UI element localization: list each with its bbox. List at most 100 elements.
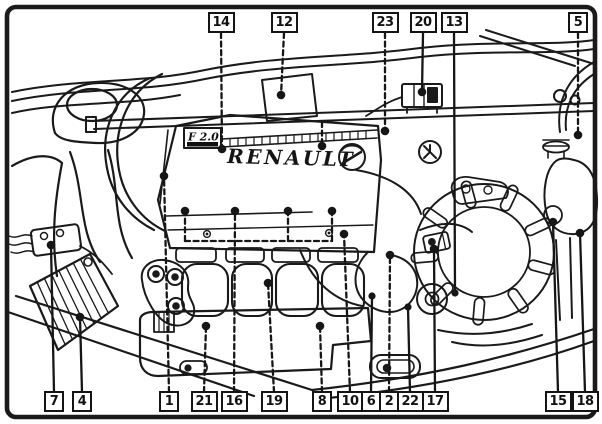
callout-23: 23 bbox=[371, 12, 399, 33]
callout-number: 16 bbox=[225, 394, 243, 409]
callout-12: 12 bbox=[270, 12, 298, 33]
leader-lines-layer bbox=[46, 31, 587, 394]
strut-tower bbox=[10, 72, 167, 278]
leader-endpoint-dot bbox=[404, 303, 412, 311]
coolant-cap bbox=[418, 140, 442, 164]
fuel-rail bbox=[175, 247, 359, 263]
callout-number: 8 bbox=[317, 394, 327, 409]
leader-line-21 bbox=[202, 324, 208, 394]
leader-line-18 bbox=[578, 231, 587, 394]
leader-endpoint-dot bbox=[75, 312, 85, 322]
leader-line-16 bbox=[232, 209, 237, 394]
subframe-rails bbox=[6, 294, 596, 401]
callout-number: 18 bbox=[576, 394, 594, 409]
callout-number: 20 bbox=[414, 15, 432, 30]
leader-line-15 bbox=[551, 220, 560, 394]
callout-number: 23 bbox=[376, 15, 394, 30]
leader-endpoint-dot bbox=[283, 206, 293, 216]
callout-number: 1 bbox=[164, 394, 174, 409]
lower-cover bbox=[138, 306, 373, 378]
leader-endpoint-dot bbox=[575, 228, 585, 238]
leader-line-8 bbox=[318, 324, 324, 394]
leader-endpoint-dot bbox=[548, 217, 558, 227]
leader-line-10 bbox=[342, 232, 352, 394]
leader-line-1 bbox=[162, 174, 171, 394]
cowl-lines bbox=[11, 29, 595, 114]
callout-number: 19 bbox=[265, 394, 283, 409]
leader-line-19 bbox=[266, 281, 276, 394]
callout-5: 5 bbox=[568, 12, 588, 33]
callout-6: 6 bbox=[361, 391, 381, 412]
leader-endpoint-dot bbox=[201, 321, 211, 331]
leader-endpoint-dot bbox=[263, 278, 273, 288]
callout-13: 13 bbox=[440, 12, 468, 33]
callout-number: 22 bbox=[401, 394, 419, 409]
air-filter-panel bbox=[261, 73, 318, 122]
callout-number: 7 bbox=[49, 394, 59, 409]
leader-line-22 bbox=[406, 305, 412, 394]
callout-21: 21 bbox=[190, 391, 218, 412]
leader-line-13 bbox=[452, 31, 457, 295]
callout-8: 8 bbox=[312, 391, 332, 412]
wiring-connector bbox=[422, 231, 451, 254]
leader-endpoint-dot bbox=[429, 244, 439, 254]
leader-endpoint-dot bbox=[327, 206, 337, 216]
callout-number: 13 bbox=[445, 15, 463, 30]
callout-number: 2 bbox=[384, 394, 394, 409]
callout-7: 7 bbox=[44, 391, 64, 412]
leader-line-20 bbox=[420, 31, 425, 94]
leader-endpoint-dot bbox=[368, 292, 376, 300]
callout-number: 4 bbox=[77, 394, 87, 409]
leader-line-7 bbox=[49, 243, 56, 394]
leader-endpoint-dot bbox=[217, 144, 227, 154]
leader-endpoint-dot bbox=[417, 87, 427, 97]
callout-19: 19 bbox=[260, 391, 288, 412]
leader-line-17 bbox=[432, 247, 437, 394]
leader-line-14 bbox=[219, 31, 224, 151]
callout-14: 14 bbox=[207, 12, 235, 33]
oil-filler-cap bbox=[338, 143, 366, 171]
intake-runners bbox=[180, 262, 366, 318]
callout-number: 10 bbox=[341, 394, 359, 409]
leader-line-12 bbox=[279, 31, 286, 97]
callout-18: 18 bbox=[571, 391, 599, 412]
leader-endpoint-dot bbox=[276, 90, 286, 100]
callout-17: 17 bbox=[421, 391, 449, 412]
ignition-module bbox=[8, 223, 113, 275]
engine-cover bbox=[156, 113, 383, 254]
diagram-border bbox=[4, 4, 598, 420]
callout-number: 6 bbox=[366, 394, 376, 409]
leader-line-2 bbox=[387, 253, 392, 394]
callout-number: 5 bbox=[573, 15, 583, 30]
callout-15: 15 bbox=[544, 391, 572, 412]
engine-badge-text: F 2.0 bbox=[187, 131, 219, 144]
leader-endpoint-dot bbox=[315, 321, 325, 331]
brand-lettering: RENAULT bbox=[226, 144, 356, 171]
callout-number: 17 bbox=[426, 394, 444, 409]
emblem-sub-bar bbox=[187, 142, 218, 147]
hoses bbox=[299, 169, 543, 347]
leader-endpoint-dot bbox=[230, 206, 240, 216]
callout-number: 21 bbox=[195, 394, 213, 409]
callout-22: 22 bbox=[396, 391, 424, 412]
callout-number: 12 bbox=[275, 15, 293, 30]
leader-endpoint-dot bbox=[573, 130, 583, 140]
callout-10: 10 bbox=[336, 391, 364, 412]
coolant-reservoir bbox=[542, 61, 599, 236]
leader-endpoint-dot bbox=[339, 229, 349, 239]
callout-number: 15 bbox=[549, 394, 567, 409]
leader-endpoint-dot bbox=[180, 206, 190, 216]
leader-endpoint-dot bbox=[159, 171, 169, 181]
callout-number: 14 bbox=[212, 15, 230, 30]
leader-endpoint-dot bbox=[46, 240, 56, 250]
callout-20: 20 bbox=[409, 12, 437, 33]
leader-line-4 bbox=[78, 315, 84, 394]
leader-endpoint-dot bbox=[380, 126, 390, 136]
callout-16: 16 bbox=[220, 391, 248, 412]
leader-endpoint-dot bbox=[451, 289, 459, 297]
callout-4: 4 bbox=[72, 391, 92, 412]
leader-line-6 bbox=[369, 294, 374, 394]
